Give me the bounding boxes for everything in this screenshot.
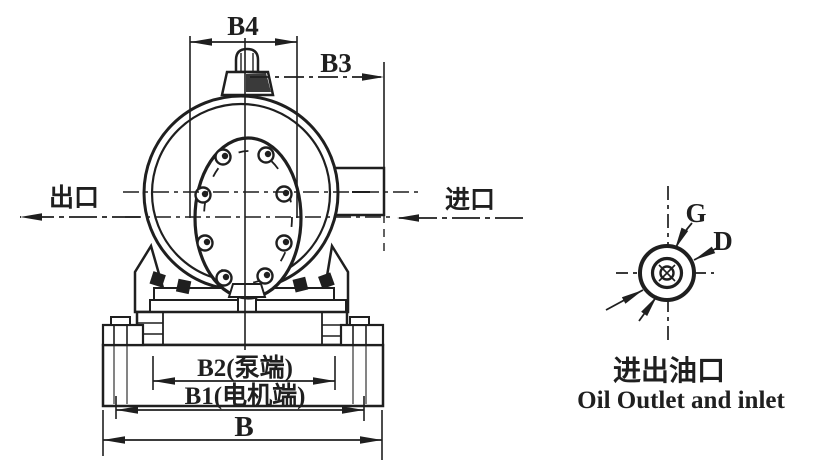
clamp-bolt (149, 271, 166, 288)
cover-bolt (275, 234, 293, 252)
port-detail-view: G D 进出油口 Oil Outlet and inlet (577, 186, 786, 414)
port-bore-circle (659, 265, 675, 281)
dim-b4-label: B4 (227, 11, 259, 41)
port-center-cross (658, 264, 676, 282)
cover-bolt (196, 234, 214, 252)
dim-b1-label: B1(电机端) (185, 382, 306, 410)
port-flow-arrow (638, 295, 658, 322)
dim-b3-label: B3 (320, 48, 352, 78)
base-plate (101, 343, 385, 408)
d-leader (693, 246, 720, 261)
pump-cover-oval (193, 136, 303, 300)
detail-caption-zh: 进出油口 (613, 355, 725, 386)
cover-bolt (215, 269, 233, 287)
port-flow-arrow (605, 289, 644, 311)
clamp-bolt (292, 276, 309, 293)
cover-bolt (257, 146, 275, 164)
cover-bolt (256, 267, 274, 285)
cover-bolt-circle (203, 150, 293, 284)
clamp-strip (149, 299, 239, 313)
detail-caption-en: Oil Outlet and inlet (577, 387, 785, 414)
anchor-bolt-cap (110, 316, 131, 326)
port-inner-circle (650, 256, 684, 290)
inlet-label: 进口 (445, 186, 495, 214)
dim-b-label: B (234, 411, 253, 443)
base-ear-right (339, 323, 385, 347)
clamp-bolt (175, 278, 192, 295)
keyway-notch (227, 283, 267, 298)
d-label: D (713, 226, 733, 256)
g-label: G (685, 198, 706, 228)
pump-front-view: B4 B3 出口 进口 B2(泵端) B1(电机端) B (20, 11, 523, 460)
cover-bolt (194, 186, 212, 204)
clamp-bolt (318, 272, 335, 290)
anchor-bolt-cap (349, 316, 370, 326)
base-ear-left (101, 323, 145, 347)
top-vent-plug-dome (234, 47, 260, 74)
cover-bolt (214, 148, 232, 166)
outlet-label: 出口 (49, 184, 99, 212)
g-leader (674, 222, 693, 250)
dim-b2-label: B2(泵端) (197, 354, 293, 382)
clamp-strip (255, 299, 347, 313)
cover-bolts (194, 146, 293, 287)
cover-bolt (275, 185, 293, 203)
pedestal-block (135, 310, 349, 347)
